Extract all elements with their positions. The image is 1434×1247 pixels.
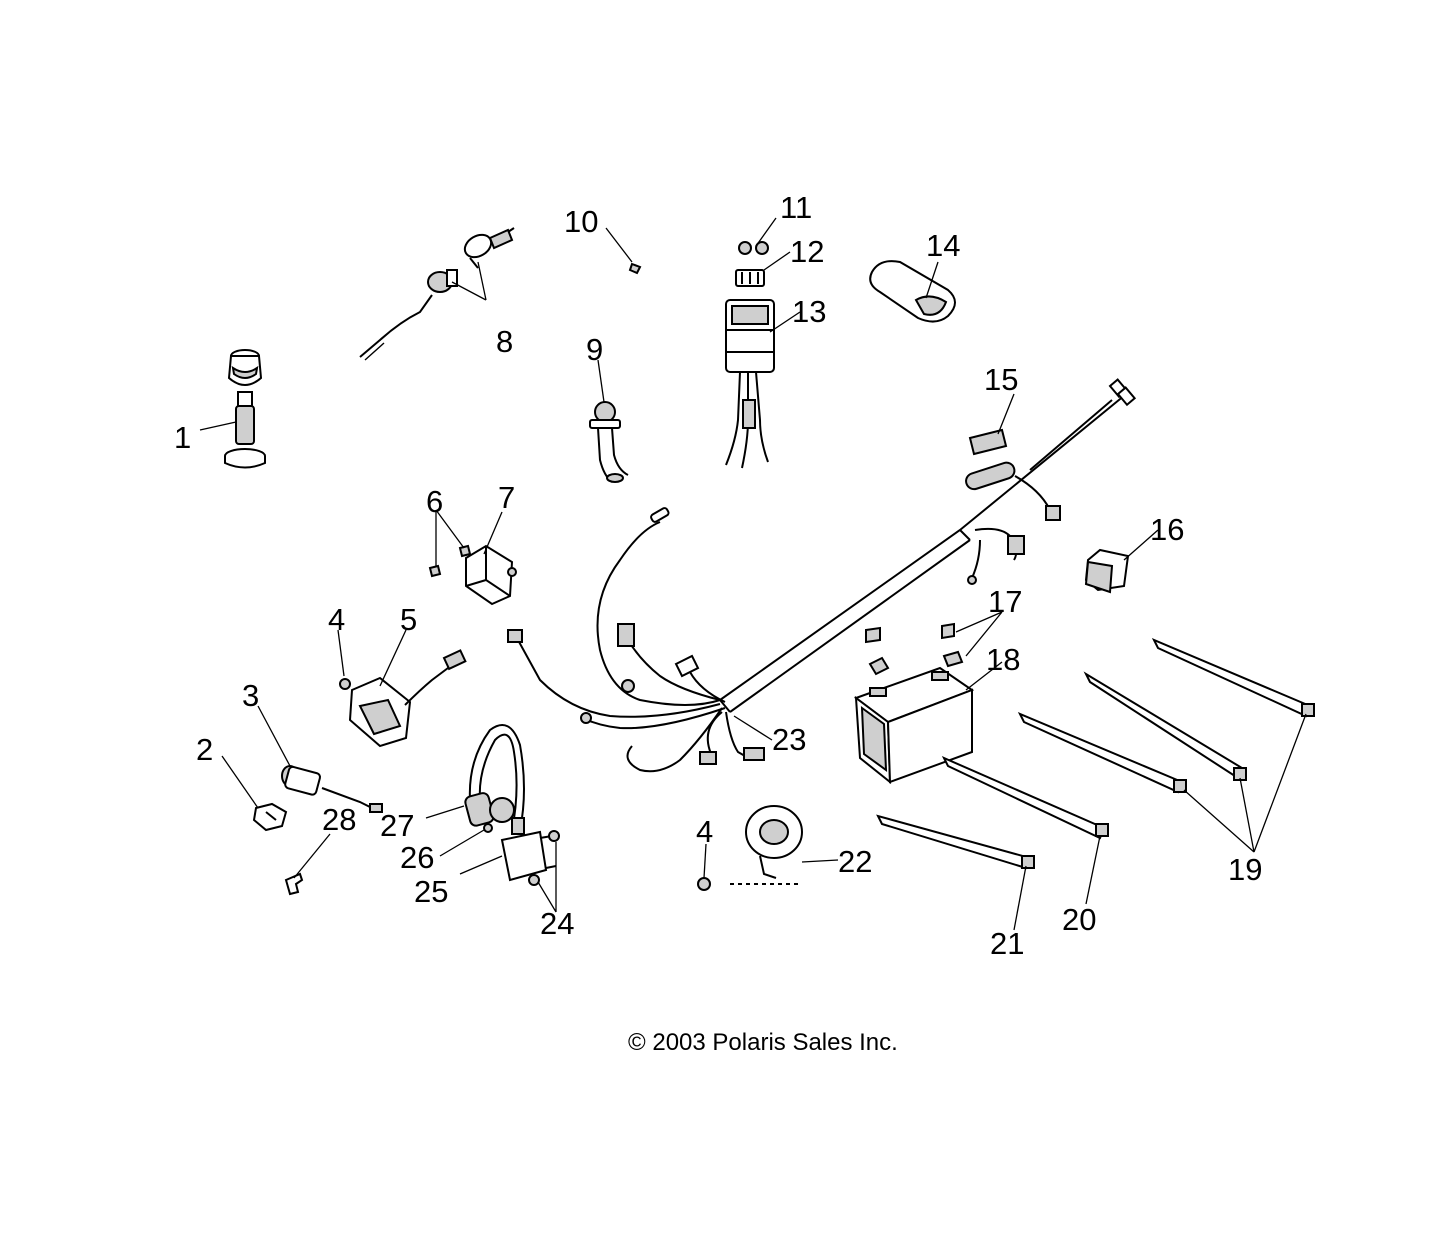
part-7-regulator <box>465 544 517 606</box>
label-7: 7 <box>498 480 515 515</box>
label-8: 8 <box>496 324 513 359</box>
part-4-screw-left <box>339 678 351 690</box>
part-4-screw-right <box>697 877 711 891</box>
part-23-wire-harness <box>507 378 1137 773</box>
part-22-horn <box>730 805 803 885</box>
label-11: 11 <box>780 190 812 225</box>
label-4-right: 4 <box>696 814 713 849</box>
part-9-bulb <box>589 401 629 483</box>
label-22: 22 <box>838 844 872 879</box>
part-13-module <box>725 299 775 469</box>
label-1: 1 <box>174 420 191 455</box>
label-16: 16 <box>1150 512 1184 547</box>
part-16-relay <box>1084 548 1130 594</box>
leader-lines <box>199 217 1307 931</box>
part-19-straps <box>1017 638 1315 794</box>
label-24: 24 <box>540 906 574 941</box>
part-24-screws <box>528 830 560 886</box>
part-27-spark-cap <box>464 724 525 831</box>
label-10: 10 <box>564 204 598 239</box>
label-17: 17 <box>988 584 1022 619</box>
label-3: 3 <box>242 678 259 713</box>
label-5: 5 <box>400 602 417 637</box>
label-25: 25 <box>414 874 448 909</box>
label-18: 18 <box>986 642 1020 677</box>
part-6-screws <box>428 544 472 578</box>
label-19: 19 <box>1228 852 1262 887</box>
part-25-coil <box>500 817 557 882</box>
label-4-left: 4 <box>328 602 345 637</box>
part-12-connector <box>735 269 765 287</box>
label-15: 15 <box>984 362 1018 397</box>
label-12: 12 <box>790 234 824 269</box>
label-20: 20 <box>1062 902 1096 937</box>
label-2: 2 <box>196 732 213 767</box>
label-26: 26 <box>400 840 434 875</box>
label-9: 9 <box>586 332 603 367</box>
label-23: 23 <box>772 722 806 757</box>
part-14-pouch <box>869 260 956 323</box>
part-18-battery <box>853 666 975 785</box>
part-17-terminals <box>865 622 964 676</box>
label-14: 14 <box>926 228 960 263</box>
part-21-strap <box>876 814 1035 870</box>
part-28-bracket <box>284 872 304 896</box>
callout-labels: 1 2 3 4 4 5 6 7 8 9 10 11 12 13 14 15 16… <box>174 190 1262 961</box>
part-8-switch-harness <box>359 227 515 361</box>
label-21: 21 <box>990 926 1024 961</box>
copyright-notice: © 2003 Polaris Sales Inc. <box>628 1029 898 1056</box>
label-13: 13 <box>792 294 826 329</box>
part-5-rectifier <box>348 649 467 748</box>
part-11-clips <box>738 241 769 255</box>
part-2-clip <box>252 802 288 832</box>
label-6: 6 <box>426 484 443 519</box>
part-15-fuse <box>968 428 1008 456</box>
part-26-washer <box>483 823 493 833</box>
part-10-screw <box>628 262 642 275</box>
label-28: 28 <box>322 802 356 837</box>
part-1-switch <box>224 349 266 469</box>
part-20-strap <box>941 755 1109 840</box>
label-27: 27 <box>380 808 414 843</box>
